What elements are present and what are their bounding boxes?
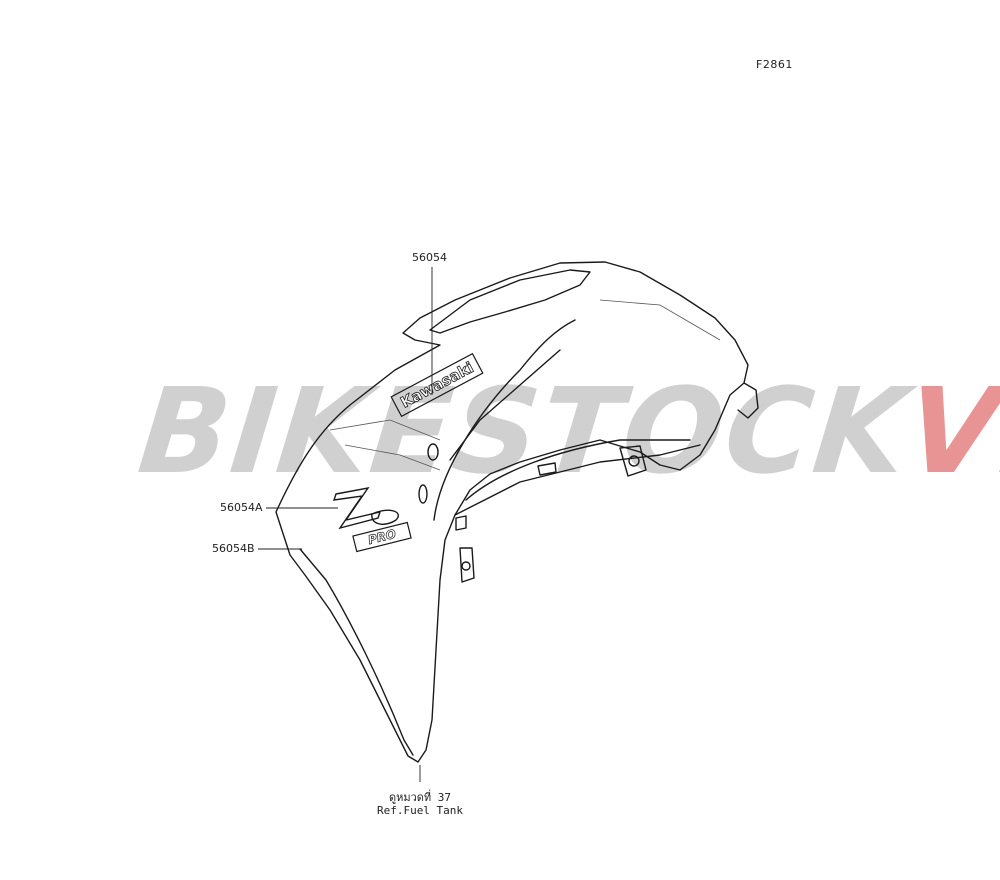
part-label-56054B[interactable]: 56054B xyxy=(212,542,255,555)
mount-tab-2 xyxy=(459,547,475,583)
z-logo xyxy=(332,486,399,530)
sheen-line-3 xyxy=(599,299,721,341)
panel-line xyxy=(454,444,701,516)
hole-b xyxy=(418,484,428,504)
inner-panel-edge xyxy=(299,548,414,756)
figure-code: F2861 xyxy=(756,58,793,71)
part-label-56054[interactable]: 56054 xyxy=(412,251,447,264)
hole-a xyxy=(427,443,439,461)
sheen-line-2 xyxy=(344,444,441,471)
top-recess xyxy=(429,269,591,334)
part-label-56054A[interactable]: 56054A xyxy=(220,501,263,514)
tank-cover-outline xyxy=(275,261,749,763)
mount-hole-2 xyxy=(461,561,471,571)
reference-english: Ref.Fuel Tank xyxy=(376,804,464,817)
sheen-line-1 xyxy=(329,419,441,441)
slot-2 xyxy=(455,515,467,531)
reference-thai: ดูหมวดที่ 37 xyxy=(388,791,452,804)
inner-crease-1 xyxy=(449,349,561,461)
inner-crease-2 xyxy=(465,439,691,501)
mount-tab-1 xyxy=(619,445,647,477)
kawasaki-logo-text: Kawasaki xyxy=(397,358,476,411)
pro-logo-text: PRO xyxy=(367,527,398,547)
slot-1 xyxy=(537,462,557,476)
kawasaki-logo: Kawasaki xyxy=(390,352,484,418)
tank-inner-rim xyxy=(433,319,576,521)
mount-hole-1 xyxy=(628,455,640,467)
pro-logo: PRO xyxy=(352,521,412,553)
right-flange xyxy=(737,382,759,419)
